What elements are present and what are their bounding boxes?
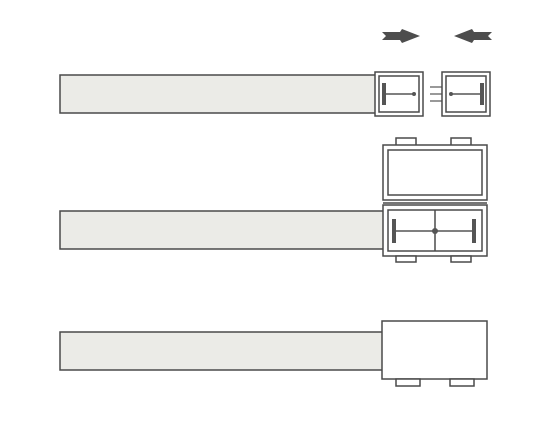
arrow-right-icon	[382, 29, 420, 43]
step-2-lid-open	[59, 137, 488, 263]
step-1-insert	[59, 29, 492, 117]
led-strip	[59, 331, 385, 371]
led-strip	[59, 74, 379, 114]
step-3-closed	[59, 320, 488, 387]
connector-base	[382, 204, 488, 263]
led-strip	[59, 210, 389, 250]
connector-half-right	[441, 71, 491, 117]
connector-closed	[381, 320, 488, 387]
connector-half-left	[374, 71, 424, 117]
arrow-left-icon	[454, 29, 492, 43]
connector-lid-open	[382, 137, 488, 201]
